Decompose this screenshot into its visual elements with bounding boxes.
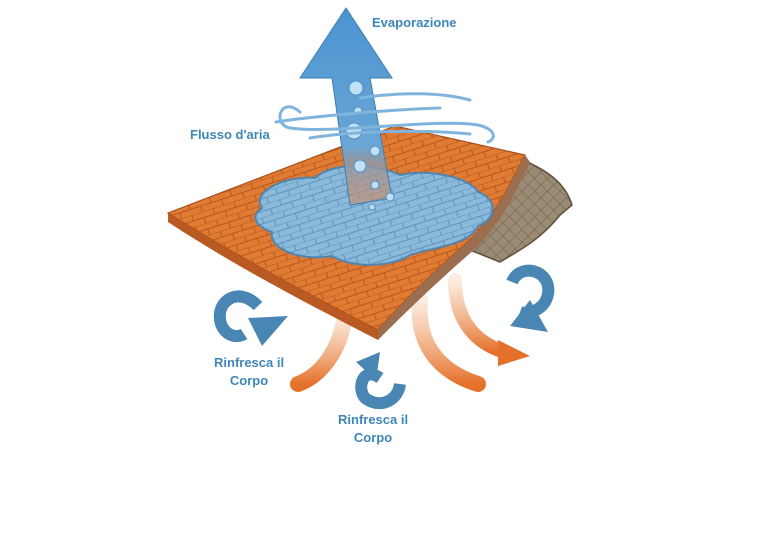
evaporation-label: Evaporazione [372,15,457,30]
evaporation-arrow-icon [299,7,393,206]
cool-body-label-center-line1: Rinfresca il [338,412,409,427]
water-puddle [254,165,494,266]
cool-body-label-left-line1: Rinfresca il [214,355,285,370]
cool-body-label-center-line2: Corpo [353,430,393,445]
cool-body-label-center: Rinfresca il Corpo [338,411,408,447]
cooling-cycle-icon [213,264,555,410]
cool-body-label-left-line2: Corpo [229,373,269,388]
airflow-label: Flusso d'aria [190,127,270,142]
heat-release-arrow-icon [290,273,530,392]
fabric-back-layer [468,159,573,263]
cool-body-label-left: Rinfresca il Corpo [214,354,284,390]
airflow-swirl-icon [274,92,495,144]
fabric-edge [168,213,378,340]
